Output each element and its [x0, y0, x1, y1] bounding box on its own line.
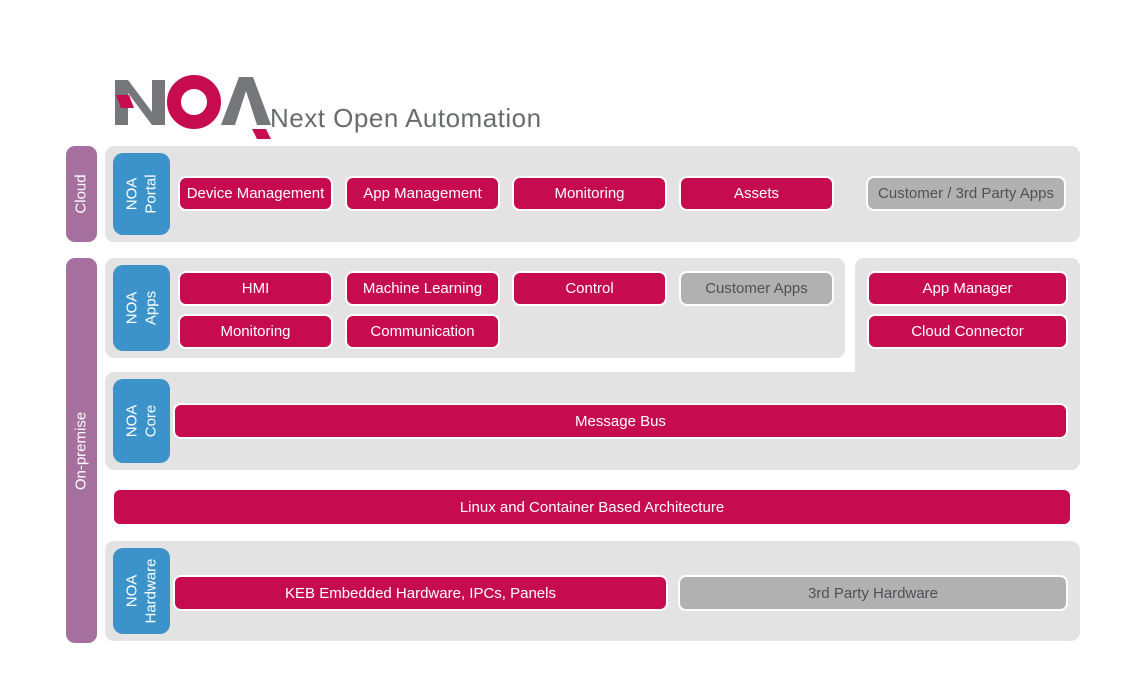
- noa-logo-icon: [115, 75, 271, 139]
- bar-linux-container-architecture: Linux and Container Based Architecture: [112, 488, 1072, 526]
- side-label-on-premise-text: On-premise: [72, 411, 90, 490]
- side-label-cloud: Cloud: [66, 146, 97, 242]
- side-label-on-premise: On-premise: [66, 258, 97, 643]
- logo-tagline: Next Open Automation: [270, 103, 542, 133]
- button-machine-learning: Machine Learning: [345, 271, 500, 306]
- button-cloud-connector: Cloud Connector: [867, 314, 1068, 349]
- button-keb-embedded-hardware: KEB Embedded Hardware, IPCs, Panels: [173, 575, 668, 611]
- tag-noa-portal-text: NOA Portal: [123, 174, 161, 213]
- tag-line: NOA: [122, 291, 140, 325]
- tag-noa-apps: NOA Apps: [113, 265, 170, 351]
- button-assets: Assets: [679, 176, 834, 211]
- button-control: Control: [512, 271, 667, 306]
- tag-noa-apps-text: NOA Apps: [123, 291, 161, 325]
- button-app-manager: App Manager: [867, 271, 1068, 306]
- tag-noa-portal: NOA Portal: [113, 153, 170, 235]
- side-label-cloud-text: Cloud: [72, 174, 90, 214]
- button-monitoring-cloud: Monitoring: [512, 176, 667, 211]
- tag-noa-hardware: NOA Hardware: [113, 548, 170, 634]
- tag-line: Hardware: [141, 558, 159, 624]
- button-hmi: HMI: [178, 271, 333, 306]
- bar-message-bus: Message Bus: [173, 403, 1068, 439]
- tag-line: NOA: [122, 177, 140, 211]
- button-customer-apps: Customer Apps: [679, 271, 834, 306]
- tag-line: NOA: [122, 574, 140, 608]
- button-communication: Communication: [345, 314, 500, 349]
- tag-noa-core-text: NOA Core: [123, 405, 161, 438]
- tag-noa-core: NOA Core: [113, 379, 170, 463]
- tag-line: NOA: [122, 404, 140, 438]
- button-app-management: App Management: [345, 176, 500, 211]
- button-monitoring-apps: Monitoring: [178, 314, 333, 349]
- tag-line: Portal: [141, 174, 159, 214]
- button-3rd-party-hardware: 3rd Party Hardware: [678, 575, 1068, 611]
- tag-line: Apps: [141, 290, 159, 326]
- tag-noa-hardware-text: NOA Hardware: [123, 558, 161, 623]
- button-customer-3rd-party-apps: Customer / 3rd Party Apps: [866, 176, 1066, 211]
- tag-line: Core: [141, 404, 159, 438]
- button-device-management: Device Management: [178, 176, 333, 211]
